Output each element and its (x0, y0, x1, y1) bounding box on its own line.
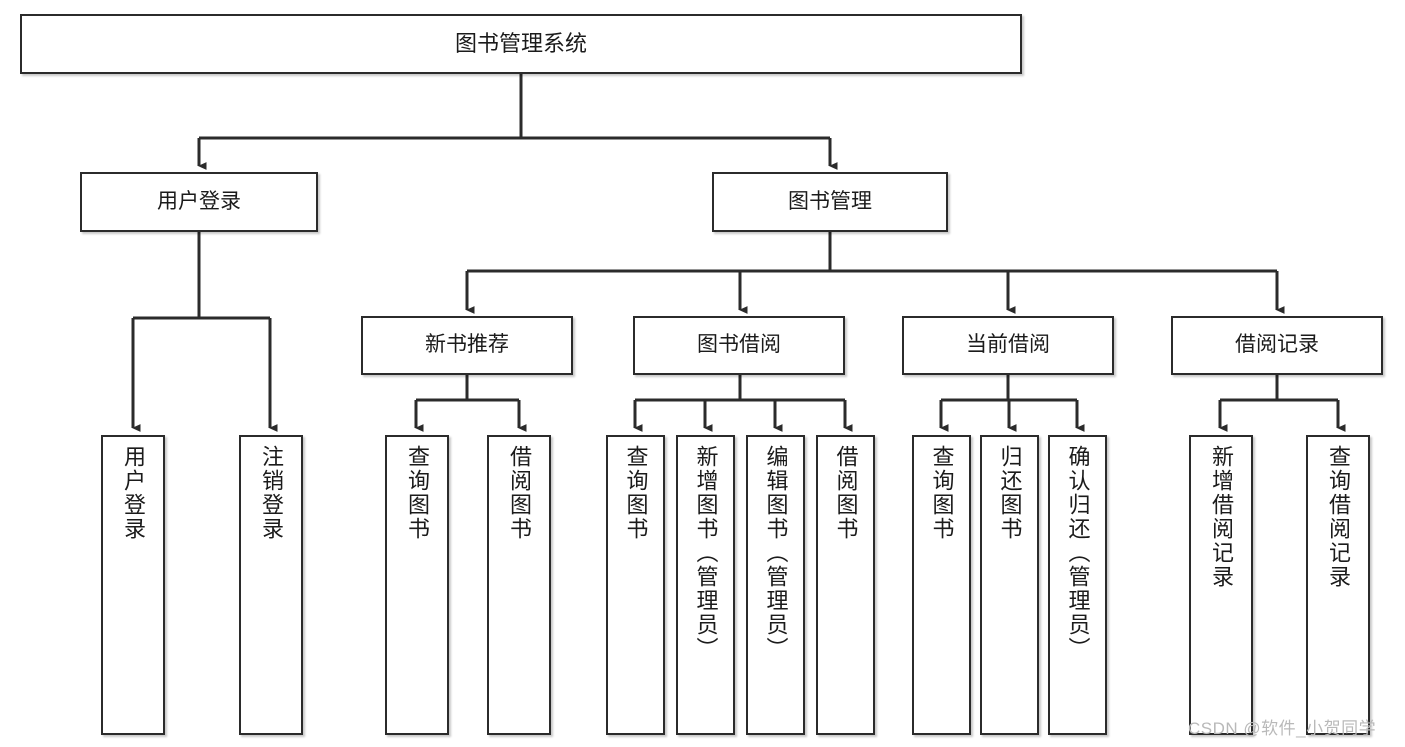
node-new-book-recommend[interactable]: 新书推荐 (361, 316, 573, 375)
node-label: 图书管理系统 (454, 31, 587, 57)
node-label: 查询图书 (623, 445, 649, 541)
node-borrow-record[interactable]: 借阅记录 (1171, 316, 1383, 375)
leaf-user-login-login[interactable]: 用户登录 (101, 435, 165, 735)
leaf-new-book-borrow[interactable]: 借阅图书 (487, 435, 551, 735)
node-root-system[interactable]: 图书管理系统 (20, 14, 1022, 74)
node-label: 借阅图书 (507, 445, 532, 541)
node-label: 查询图书 (929, 445, 955, 541)
node-label: 当前借阅 (966, 333, 1050, 357)
leaf-current-query-book[interactable]: 查询图书 (912, 435, 971, 735)
node-label: 编辑图书（管理员） (763, 445, 789, 661)
leaf-user-login-logout[interactable]: 注销登录 (239, 435, 303, 735)
leaf-borrow-edit-book-admin[interactable]: 编辑图书（管理员） (746, 435, 805, 735)
node-label: 借阅图书 (833, 445, 859, 541)
node-label: 借阅记录 (1235, 333, 1319, 357)
leaf-borrow-add-book-admin[interactable]: 新增图书（管理员） (676, 435, 735, 735)
node-label: 查询借阅记录 (1326, 445, 1351, 589)
leaf-record-query-record[interactable]: 查询借阅记录 (1306, 435, 1370, 735)
node-label: 确认归还（管理员） (1065, 445, 1091, 661)
node-label: 新增图书（管理员） (693, 445, 719, 661)
node-label: 新书推荐 (425, 333, 509, 357)
node-user-login[interactable]: 用户登录 (80, 172, 318, 232)
csdn-watermark: CSDN @软件_小贺同学 (1188, 719, 1377, 738)
leaf-record-add-record[interactable]: 新增借阅记录 (1189, 435, 1253, 735)
node-book-borrow[interactable]: 图书借阅 (633, 316, 845, 375)
node-label: 图书管理 (788, 189, 872, 213)
node-label: 用户登录 (121, 445, 146, 541)
node-label: 注销登录 (259, 445, 284, 541)
node-label: 归还图书 (997, 445, 1023, 541)
leaf-current-return-book[interactable]: 归还图书 (980, 435, 1039, 735)
node-label: 新增借阅记录 (1209, 445, 1234, 589)
leaf-current-confirm-return-admin[interactable]: 确认归还（管理员） (1048, 435, 1107, 735)
node-label: 查询图书 (405, 445, 430, 541)
node-book-management[interactable]: 图书管理 (712, 172, 948, 232)
leaf-new-book-query[interactable]: 查询图书 (385, 435, 449, 735)
node-label: 图书借阅 (697, 333, 781, 357)
leaf-borrow-borrow-book[interactable]: 借阅图书 (816, 435, 875, 735)
leaf-borrow-query-book[interactable]: 查询图书 (606, 435, 665, 735)
node-label: 用户登录 (157, 189, 241, 213)
node-current-borrow[interactable]: 当前借阅 (902, 316, 1114, 375)
